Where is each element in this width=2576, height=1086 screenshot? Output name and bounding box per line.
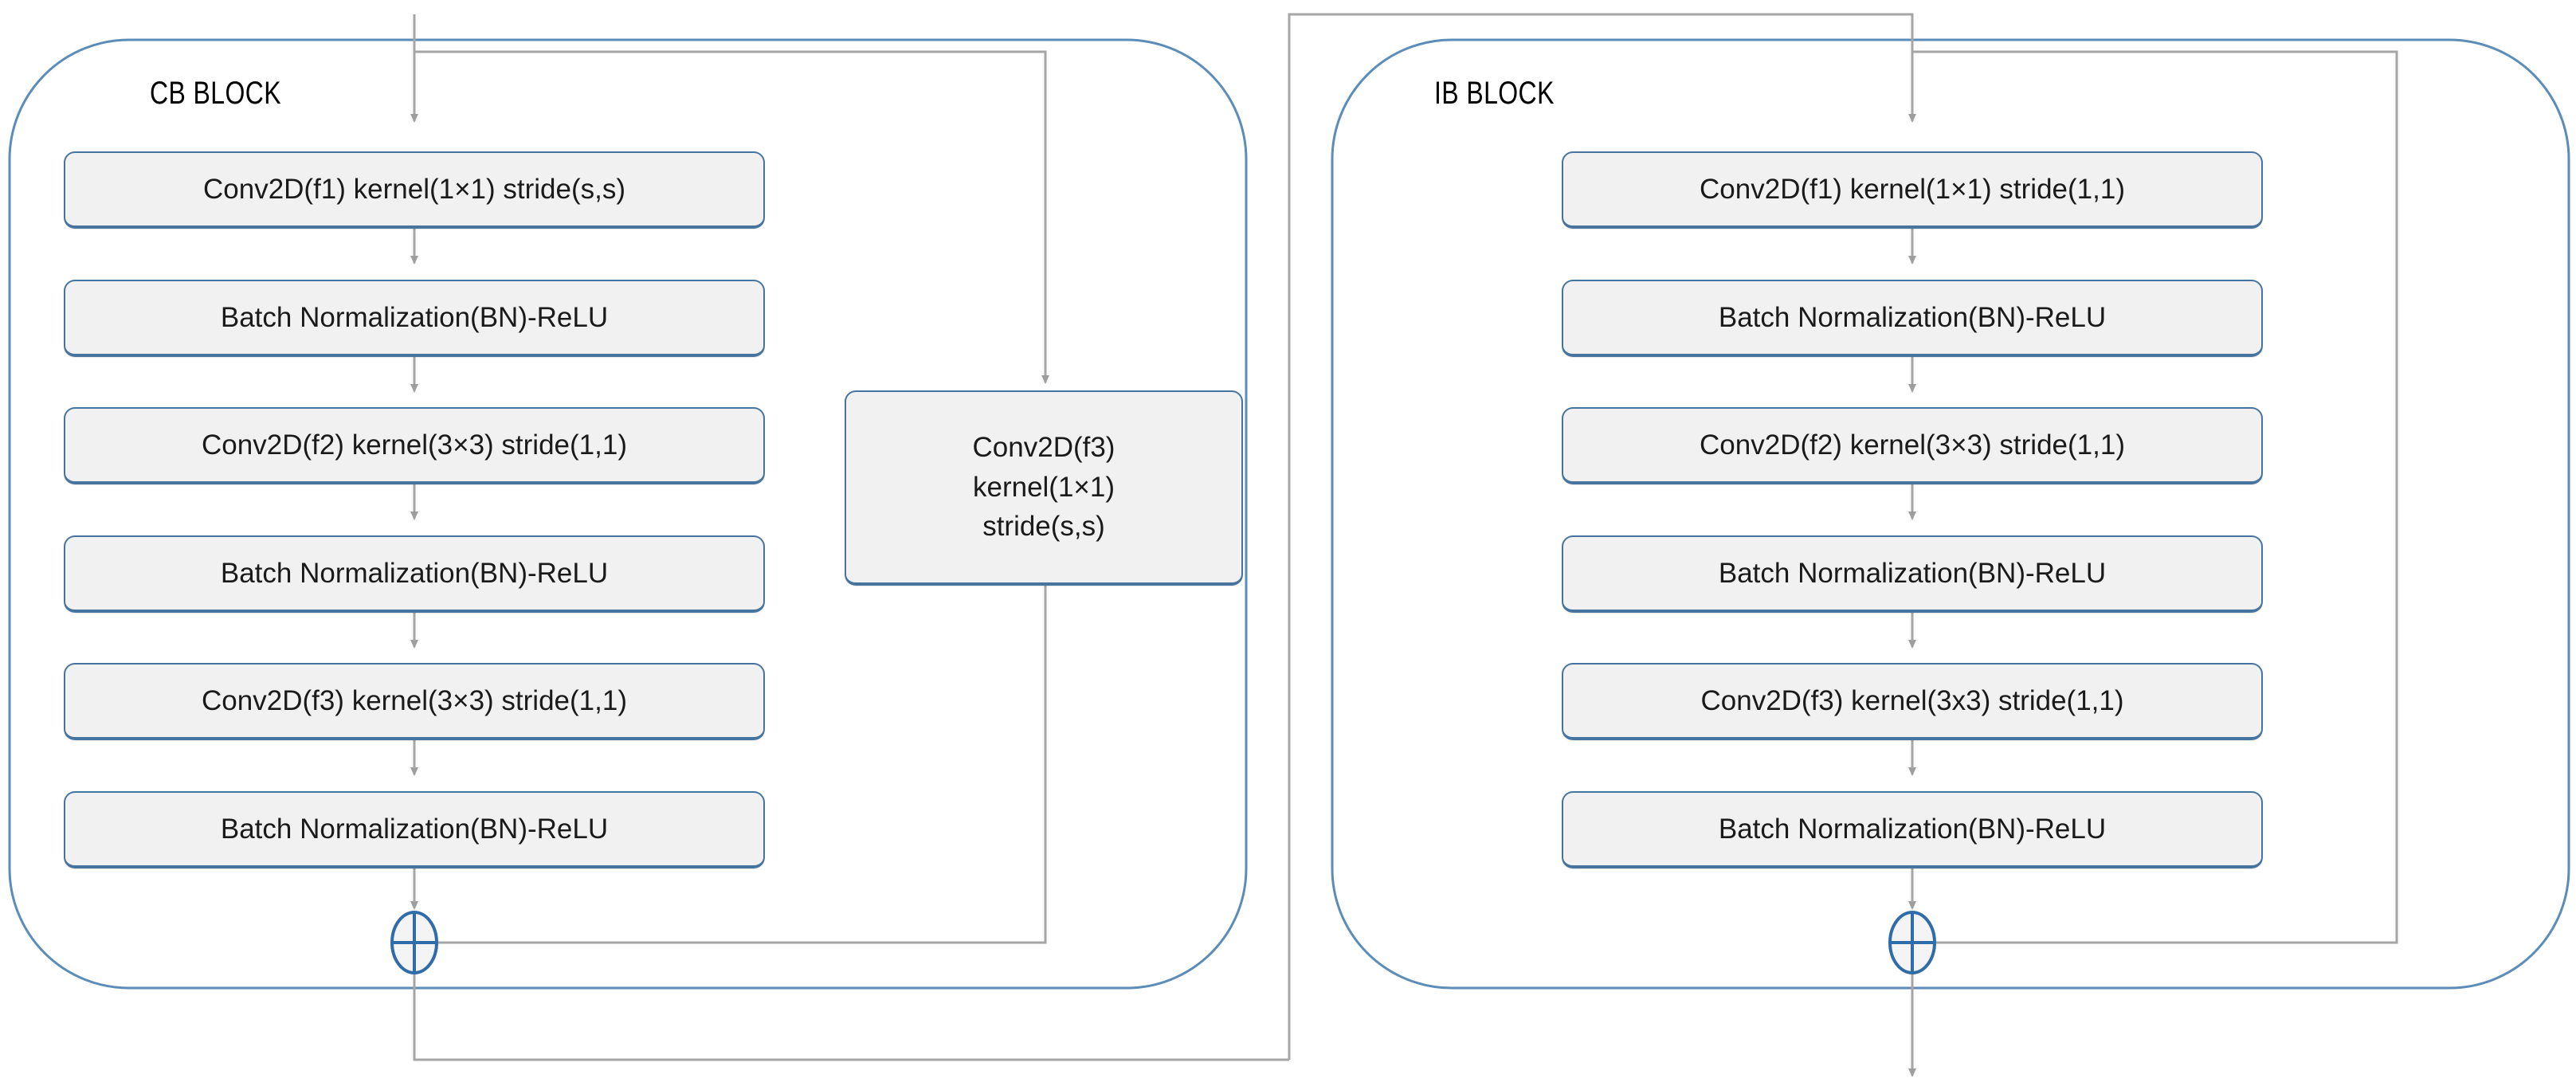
ib-block-label: IB BLOCK <box>1434 76 1555 111</box>
cb-conv3-node: Conv2D(f3) kernel(3×3) stride(1,1) <box>64 663 765 740</box>
cb-block-label: CB BLOCK <box>150 76 282 111</box>
cb-conv1-node: Conv2D(f1) kernel(1×1) stride(s,s) <box>64 151 765 229</box>
ib-conv2-node: Conv2D(f2) kernel(3×3) stride(1,1) <box>1562 407 2263 484</box>
ib-bn2-node: Batch Normalization(BN)-ReLU <box>1562 535 2263 613</box>
ib-conv1-node: Conv2D(f1) kernel(1×1) stride(1,1) <box>1562 151 2263 229</box>
cb-shortcut-line-2: kernel(1×1) <box>972 471 1115 503</box>
cb-shortcut-wire-out <box>425 586 1047 947</box>
ib-add-node <box>1888 911 1936 974</box>
cb-bn3-node: Batch Normalization(BN)-ReLU <box>64 791 765 868</box>
cb-conv2-node: Conv2D(f2) kernel(3×3) stride(1,1) <box>64 407 765 484</box>
cb-shortcut-line-1: Conv2D(f3) <box>972 431 1115 463</box>
cb-bn1-node: Batch Normalization(BN)-ReLU <box>64 280 765 357</box>
cb-output-wire <box>413 966 1289 1061</box>
cb-shortcut-line-3: stride(s,s) <box>982 511 1105 543</box>
ib-bn3-node: Batch Normalization(BN)-ReLU <box>1562 791 2263 868</box>
cb-bn2-node: Batch Normalization(BN)-ReLU <box>64 535 765 613</box>
ib-bn1-node: Batch Normalization(BN)-ReLU <box>1562 280 2263 357</box>
cb-shortcut-conv-node: Conv2D(f3) kernel(1×1) stride(s,s) <box>845 390 1243 586</box>
cb-add-node <box>390 911 438 974</box>
ib-conv3-node: Conv2D(f3) kernel(3x3) stride(1,1) <box>1562 663 2263 740</box>
